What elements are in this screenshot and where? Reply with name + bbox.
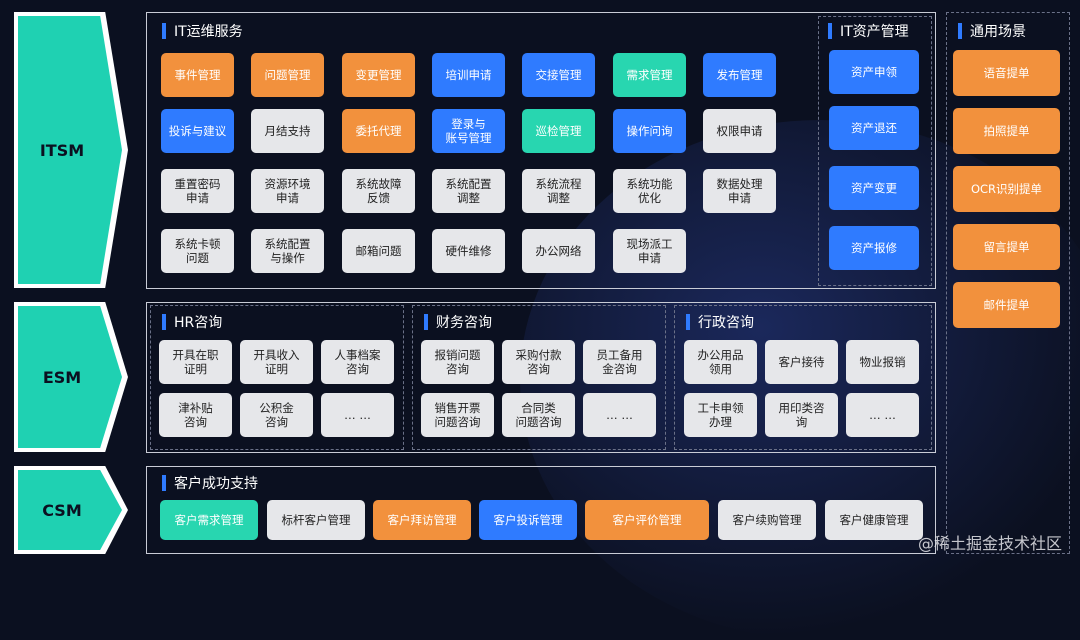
itsm-item-11[interactable]: 巡检管理 xyxy=(522,109,595,153)
csm-item-2[interactable]: 客户拜访管理 xyxy=(373,500,471,540)
itsm-item-18[interactable]: 系统流程 调整 xyxy=(522,169,595,213)
watermark: @稀土掘金技术社区 xyxy=(917,534,1062,553)
itsm-item-2[interactable]: 变更管理 xyxy=(342,53,415,97)
csm-item-4[interactable]: 客户评价管理 xyxy=(585,500,709,540)
admin-item-2[interactable]: 物业报销 xyxy=(846,340,919,384)
general-item-4[interactable]: 邮件提单 xyxy=(953,282,1060,328)
hr-item-4[interactable]: 公积金 咨询 xyxy=(240,393,313,437)
admin-section-title: 行政咨询 xyxy=(686,312,754,332)
itsm-item-1[interactable]: 问题管理 xyxy=(251,53,324,97)
itsm-item-10[interactable]: 登录与 账号管理 xyxy=(432,109,505,153)
admin-item-4[interactable]: 用印类咨 询 xyxy=(765,393,838,437)
itsm-item-12[interactable]: 操作问询 xyxy=(613,109,686,153)
itsm-item-4[interactable]: 交接管理 xyxy=(522,53,595,97)
csm-item-6[interactable]: 客户健康管理 xyxy=(825,500,923,540)
general-panel xyxy=(946,12,1070,554)
general-item-2[interactable]: OCR识别提单 xyxy=(953,166,1060,212)
itsm-item-19[interactable]: 系统功能 优化 xyxy=(613,169,686,213)
hr-item-3[interactable]: 津补贴 咨询 xyxy=(159,393,232,437)
asset-subpanel xyxy=(818,16,932,286)
itsm-item-7[interactable]: 投诉与建议 xyxy=(161,109,234,153)
itsm-item-17[interactable]: 系统配置 调整 xyxy=(432,169,505,213)
itsm-arrow: ITSM xyxy=(14,12,128,288)
general-section-title: 通用场景 xyxy=(958,21,1026,41)
csm-arrow: CSM xyxy=(14,466,128,554)
itsm-item-9[interactable]: 委托代理 xyxy=(342,109,415,153)
esm-panel xyxy=(146,302,936,453)
itsm-row-label: ITSM xyxy=(39,140,85,160)
asset-item-3[interactable]: 资产报修 xyxy=(829,226,919,270)
finance-item-0[interactable]: 报销问题 咨询 xyxy=(421,340,494,384)
itsm-item-16[interactable]: 系统故障 反馈 xyxy=(342,169,415,213)
hr-subpanel xyxy=(150,305,404,450)
itsm-item-26[interactable]: 现场派工 申请 xyxy=(613,229,686,273)
csm-row-label: CSM xyxy=(42,500,82,520)
general-item-3[interactable]: 留言提单 xyxy=(953,224,1060,270)
esm-arrow: ESM xyxy=(14,302,128,452)
itsm-item-14[interactable]: 重置密码 申请 xyxy=(161,169,234,213)
finance-item-1[interactable]: 采购付款 咨询 xyxy=(502,340,575,384)
itsm-item-0[interactable]: 事件管理 xyxy=(161,53,234,97)
itsm-section-title: IT运维服务 xyxy=(162,21,243,41)
admin-item-3[interactable]: 工卡申领 办理 xyxy=(684,393,757,437)
hr-item-1[interactable]: 开具收入 证明 xyxy=(240,340,313,384)
itsm-item-21[interactable]: 系统卡顿 问题 xyxy=(161,229,234,273)
general-item-1[interactable]: 拍照提单 xyxy=(953,108,1060,154)
hr-item-5[interactable]: … … xyxy=(321,393,394,437)
csm-item-5[interactable]: 客户续购管理 xyxy=(718,500,816,540)
asset-section-title: IT资产管理 xyxy=(828,21,909,41)
csm-panel xyxy=(146,466,936,554)
esm-row-label: ESM xyxy=(42,367,82,387)
itsm-panel xyxy=(146,12,936,289)
csm-item-1[interactable]: 标杆客户管理 xyxy=(267,500,365,540)
itsm-item-24[interactable]: 硬件维修 xyxy=(432,229,505,273)
admin-subpanel xyxy=(674,305,932,450)
finance-section-title: 财务咨询 xyxy=(424,312,492,332)
itsm-item-22[interactable]: 系统配置 与操作 xyxy=(251,229,324,273)
hr-item-0[interactable]: 开具在职 证明 xyxy=(159,340,232,384)
asset-item-1[interactable]: 资产退还 xyxy=(829,106,919,150)
finance-item-3[interactable]: 销售开票 问题咨询 xyxy=(421,393,494,437)
admin-item-0[interactable]: 办公用品 领用 xyxy=(684,340,757,384)
itsm-item-8[interactable]: 月结支持 xyxy=(251,109,324,153)
admin-item-5[interactable]: … … xyxy=(846,393,919,437)
itsm-item-3[interactable]: 培训申请 xyxy=(432,53,505,97)
hr-section-title: HR咨询 xyxy=(162,312,222,332)
itsm-item-13[interactable]: 权限申请 xyxy=(703,109,776,153)
finance-subpanel xyxy=(412,305,666,450)
csm-section-title: 客户成功支持 xyxy=(162,473,258,493)
finance-item-5[interactable]: … … xyxy=(583,393,656,437)
itsm-item-20[interactable]: 数据处理 申请 xyxy=(703,169,776,213)
itsm-item-23[interactable]: 邮箱问题 xyxy=(342,229,415,273)
hr-item-2[interactable]: 人事档案 咨询 xyxy=(321,340,394,384)
admin-item-1[interactable]: 客户接待 xyxy=(765,340,838,384)
finance-item-2[interactable]: 员工备用 金咨询 xyxy=(583,340,656,384)
itsm-item-15[interactable]: 资源环境 申请 xyxy=(251,169,324,213)
asset-item-0[interactable]: 资产申领 xyxy=(829,50,919,94)
asset-item-2[interactable]: 资产变更 xyxy=(829,166,919,210)
finance-item-4[interactable]: 合同类 问题咨询 xyxy=(502,393,575,437)
itsm-item-25[interactable]: 办公网络 xyxy=(522,229,595,273)
csm-item-3[interactable]: 客户投诉管理 xyxy=(479,500,577,540)
itsm-item-5[interactable]: 需求管理 xyxy=(613,53,686,97)
csm-item-0[interactable]: 客户需求管理 xyxy=(160,500,258,540)
general-item-0[interactable]: 语音提单 xyxy=(953,50,1060,96)
itsm-item-6[interactable]: 发布管理 xyxy=(703,53,776,97)
